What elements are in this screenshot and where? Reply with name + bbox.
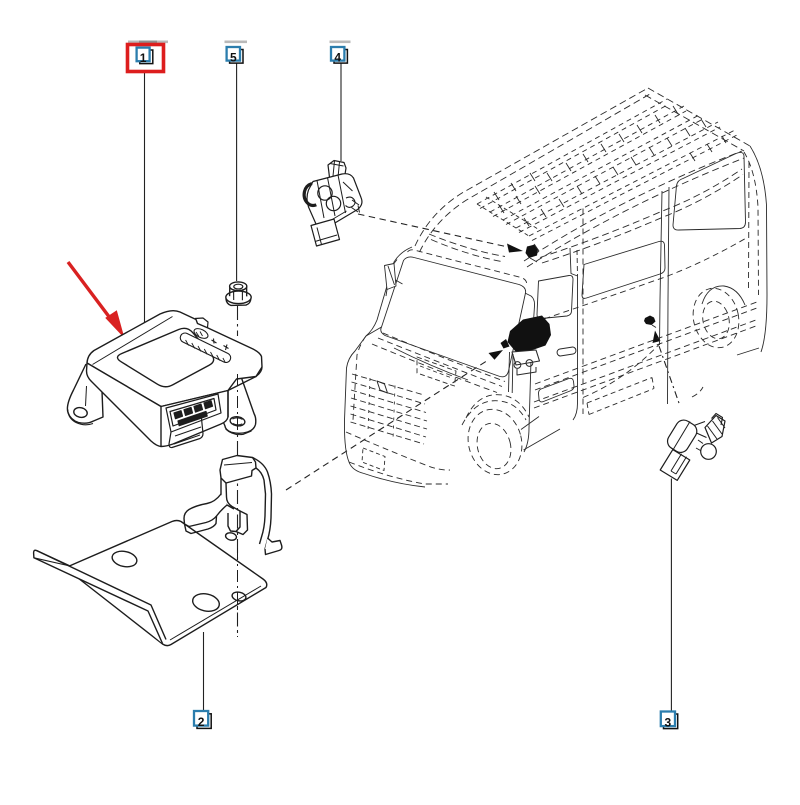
svg-text:2: 2 [198, 715, 205, 729]
svg-text:3: 3 [665, 715, 672, 729]
svg-text:5: 5 [230, 50, 237, 64]
svg-text:4: 4 [334, 50, 341, 64]
svg-text:1: 1 [140, 51, 147, 65]
